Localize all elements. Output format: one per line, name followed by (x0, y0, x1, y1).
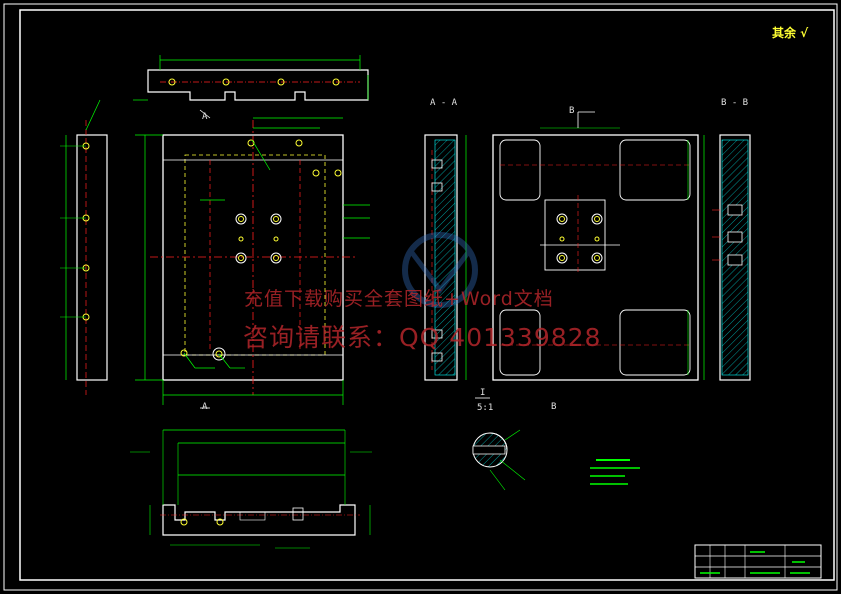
detail-one-view (472, 397, 526, 491)
title-block (694, 544, 822, 579)
section-a-a-view (424, 134, 467, 381)
bottom-strip-view (130, 429, 372, 549)
roughness-note: 其余 √ (772, 26, 809, 40)
cut-a-label-top: A (202, 112, 208, 122)
middle-back-view (492, 111, 705, 381)
section-b-b-view (712, 134, 751, 381)
sheet-inner-border (19, 9, 835, 581)
detail-one-scale: 5:1 (477, 403, 494, 413)
main-front-view (135, 109, 370, 409)
watermark-line-2: 咨询请联系：QQ 401339828 (243, 323, 602, 352)
section-a-a-label: A - A (430, 98, 458, 108)
watermark-logo (402, 232, 478, 308)
detail-one-label: I (480, 388, 486, 398)
watermark-line-1: 充值下载购买全套图纸+Word文档 (244, 288, 554, 310)
sheet-outer-border (3, 3, 838, 591)
technical-notes (590, 459, 640, 485)
cut-b-label-top: B (569, 106, 575, 116)
top-strip-view (133, 55, 369, 101)
cut-b-label-bottom: B (551, 402, 557, 412)
section-b-b-label: B - B (721, 98, 749, 108)
left-side-view (60, 99, 108, 395)
cut-a-label-bottom: A (202, 402, 208, 412)
